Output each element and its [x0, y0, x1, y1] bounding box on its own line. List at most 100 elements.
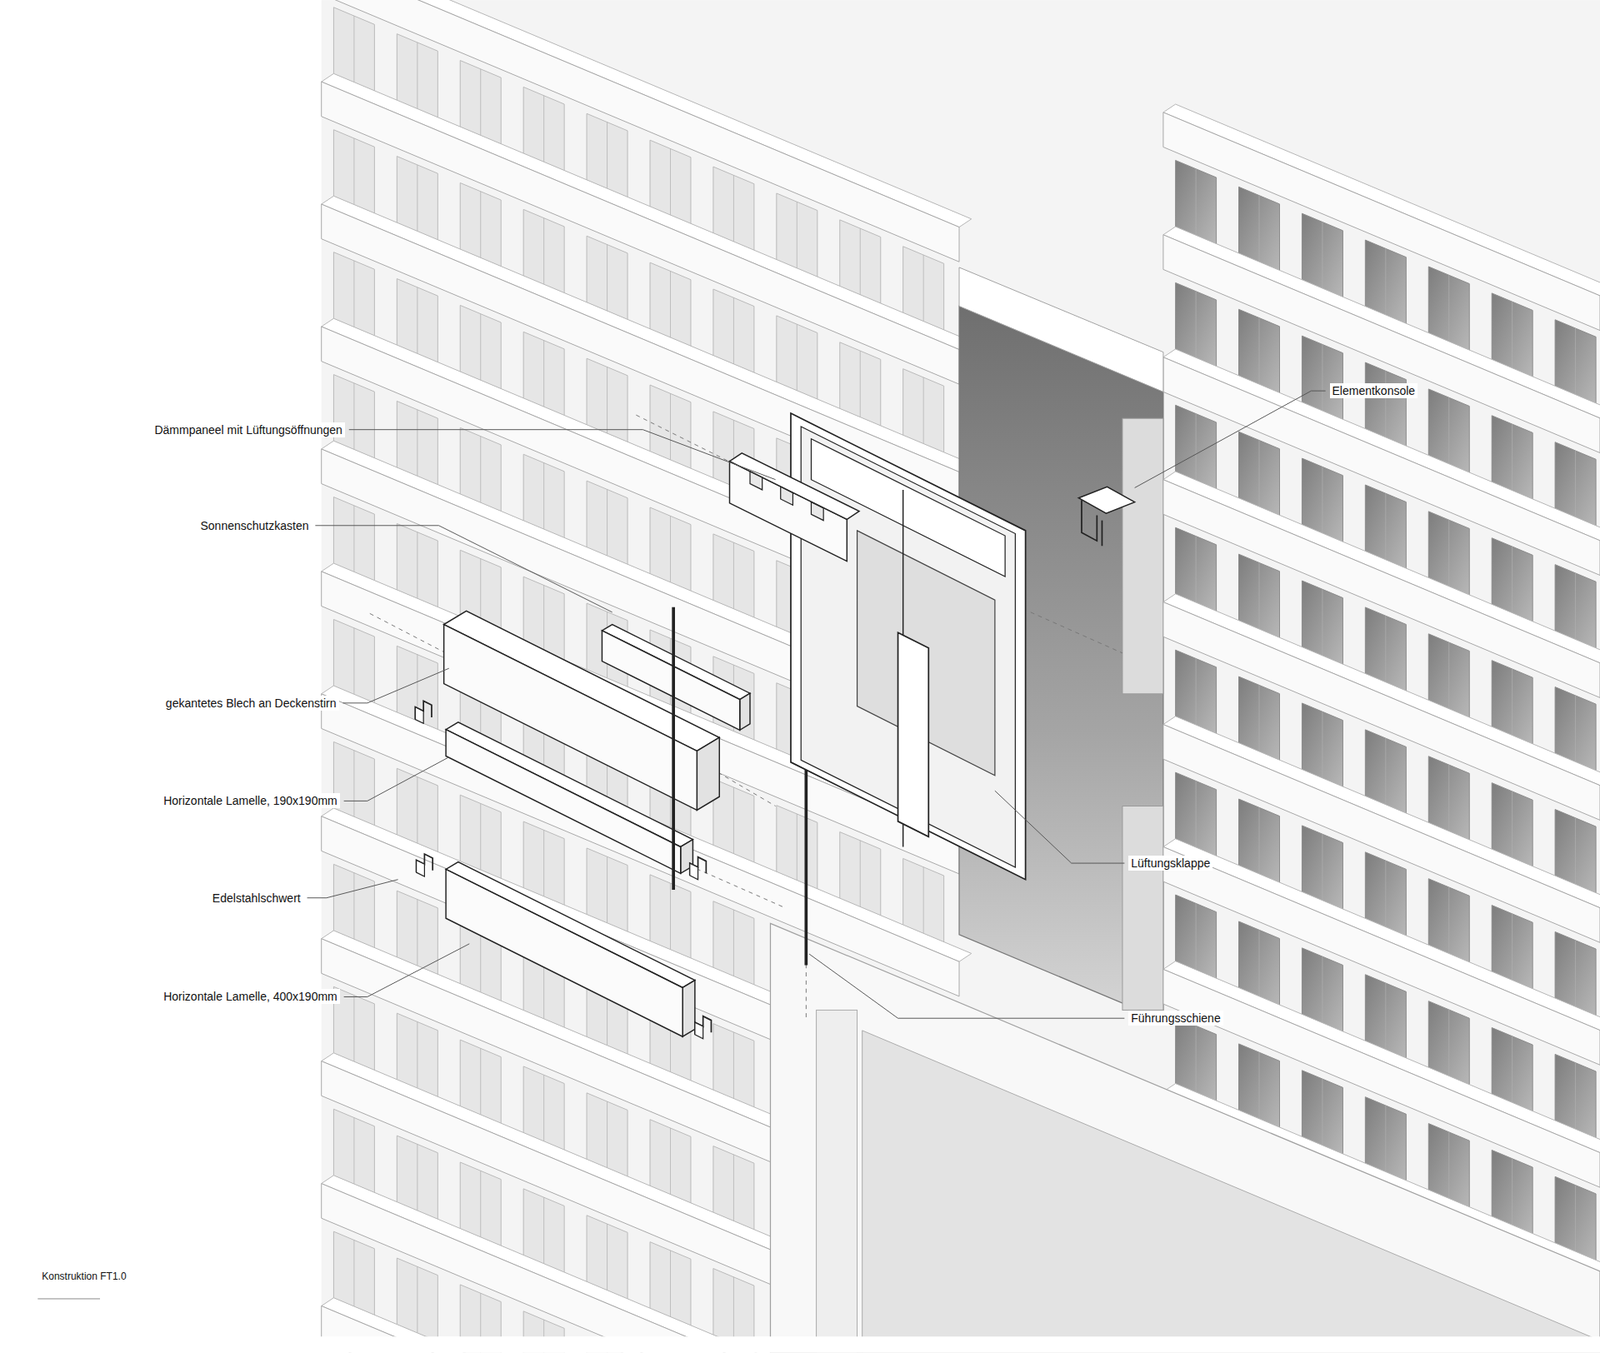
z-bracket [415, 707, 424, 725]
projection-line [367, 612, 446, 654]
horizontal-lamella [1163, 235, 1600, 454]
lower-block [770, 923, 1600, 1353]
window-mullion [1575, 328, 1576, 400]
window-mullion [1321, 1079, 1323, 1151]
window-mullion [480, 1170, 481, 1243]
z-bracket [690, 863, 699, 880]
leader-line [344, 944, 470, 998]
window-mullion [1511, 301, 1513, 374]
window-mullion [1575, 940, 1576, 1013]
window-mullion [1385, 738, 1386, 810]
window-mullion [543, 463, 545, 535]
window-mullion [353, 15, 355, 88]
window-mullion [860, 350, 861, 423]
horizontal-lamella [1163, 602, 1600, 821]
window-mullion [1448, 887, 1450, 960]
window-mullion [1195, 780, 1197, 853]
window-mullion [1511, 1036, 1513, 1109]
leader-line [344, 757, 450, 802]
window-mullion [670, 148, 671, 220]
window-mullion [543, 95, 545, 168]
window-mullion [353, 383, 355, 455]
window-mullion [1385, 615, 1386, 688]
window-mullion [416, 1021, 418, 1094]
window-mullion [1321, 589, 1323, 661]
window-mullion [1321, 956, 1323, 1029]
lamella-400 [682, 980, 695, 1038]
window-mullion [606, 122, 608, 195]
window-mullion [606, 1224, 608, 1296]
projection-line [1030, 612, 1123, 654]
window-mullion [796, 814, 798, 886]
window-mullion [353, 1240, 355, 1312]
leader-line [307, 880, 399, 899]
window-mullion [1575, 450, 1576, 523]
z-bracket [695, 1022, 704, 1040]
window-mullion [1321, 344, 1323, 416]
window-mullion [1259, 685, 1260, 757]
window-mullion [480, 925, 481, 998]
window-mullion [1511, 791, 1513, 864]
leader-line [809, 954, 1125, 1019]
horizontal-lamella [1163, 480, 1600, 699]
window-mullion [1448, 765, 1450, 837]
drawing-caption: Konstruktion FT1.0 [41, 1270, 126, 1284]
window-mullion [1195, 1025, 1197, 1098]
window-mullion [480, 69, 481, 141]
window-mullion [1575, 1185, 1576, 1258]
window-mullion [606, 366, 608, 439]
insulation-panel [730, 453, 860, 520]
window-mullion [480, 436, 481, 509]
stainless-blade [671, 607, 675, 890]
window-mullion [733, 542, 735, 615]
horizontal-lamella [1163, 846, 1600, 1065]
part-label: Horizontale Lamelle, 190x190mm [160, 793, 340, 809]
window-mullion [1259, 1052, 1260, 1125]
window-mullion [670, 393, 671, 465]
window-mullion [733, 1032, 735, 1105]
horizontal-lamella [1163, 725, 1600, 944]
lamella-190 [445, 730, 681, 875]
window-mullion [733, 787, 735, 860]
window-mullion [353, 505, 355, 578]
window-mullion [543, 830, 545, 902]
window-mullion [1259, 195, 1260, 268]
window-mullion [1259, 562, 1260, 635]
window-mullion [733, 175, 735, 247]
window-mullion [1385, 493, 1386, 565]
window-mullion [923, 255, 925, 327]
window-mullion [543, 1197, 545, 1270]
window-mullion [480, 803, 481, 875]
leader-line [995, 790, 1125, 864]
window-mullion [923, 377, 925, 450]
window-mullion [543, 218, 545, 290]
window-mullion [670, 1250, 671, 1323]
part-label: Führungsschiene [1128, 1010, 1223, 1026]
leader-line [349, 430, 776, 480]
z-bracket [416, 860, 425, 877]
slab-edge [959, 267, 1164, 392]
window-mullion [1385, 1105, 1386, 1178]
window-mullion [1321, 222, 1323, 295]
window-mullion [1195, 536, 1197, 609]
leader-line [342, 668, 449, 704]
window-mullion [860, 228, 861, 300]
window-mullion [353, 873, 355, 945]
window-mullion [670, 270, 671, 343]
window-mullion [353, 1118, 355, 1190]
window-mullion [1575, 695, 1576, 768]
window-mullion [796, 201, 798, 274]
window-mullion [1321, 711, 1323, 784]
horizontal-lamella [1163, 357, 1600, 576]
window-mullion [1259, 930, 1260, 1002]
window-mullion [1195, 658, 1197, 730]
projection-line [805, 964, 807, 1020]
element-bracket [1101, 520, 1104, 547]
window-mullion [1385, 248, 1386, 320]
window-mullion [606, 1101, 608, 1174]
window-mullion [796, 324, 798, 396]
window-mullion [1259, 318, 1260, 390]
window-mullion [670, 883, 671, 955]
window-mullion [733, 910, 735, 982]
